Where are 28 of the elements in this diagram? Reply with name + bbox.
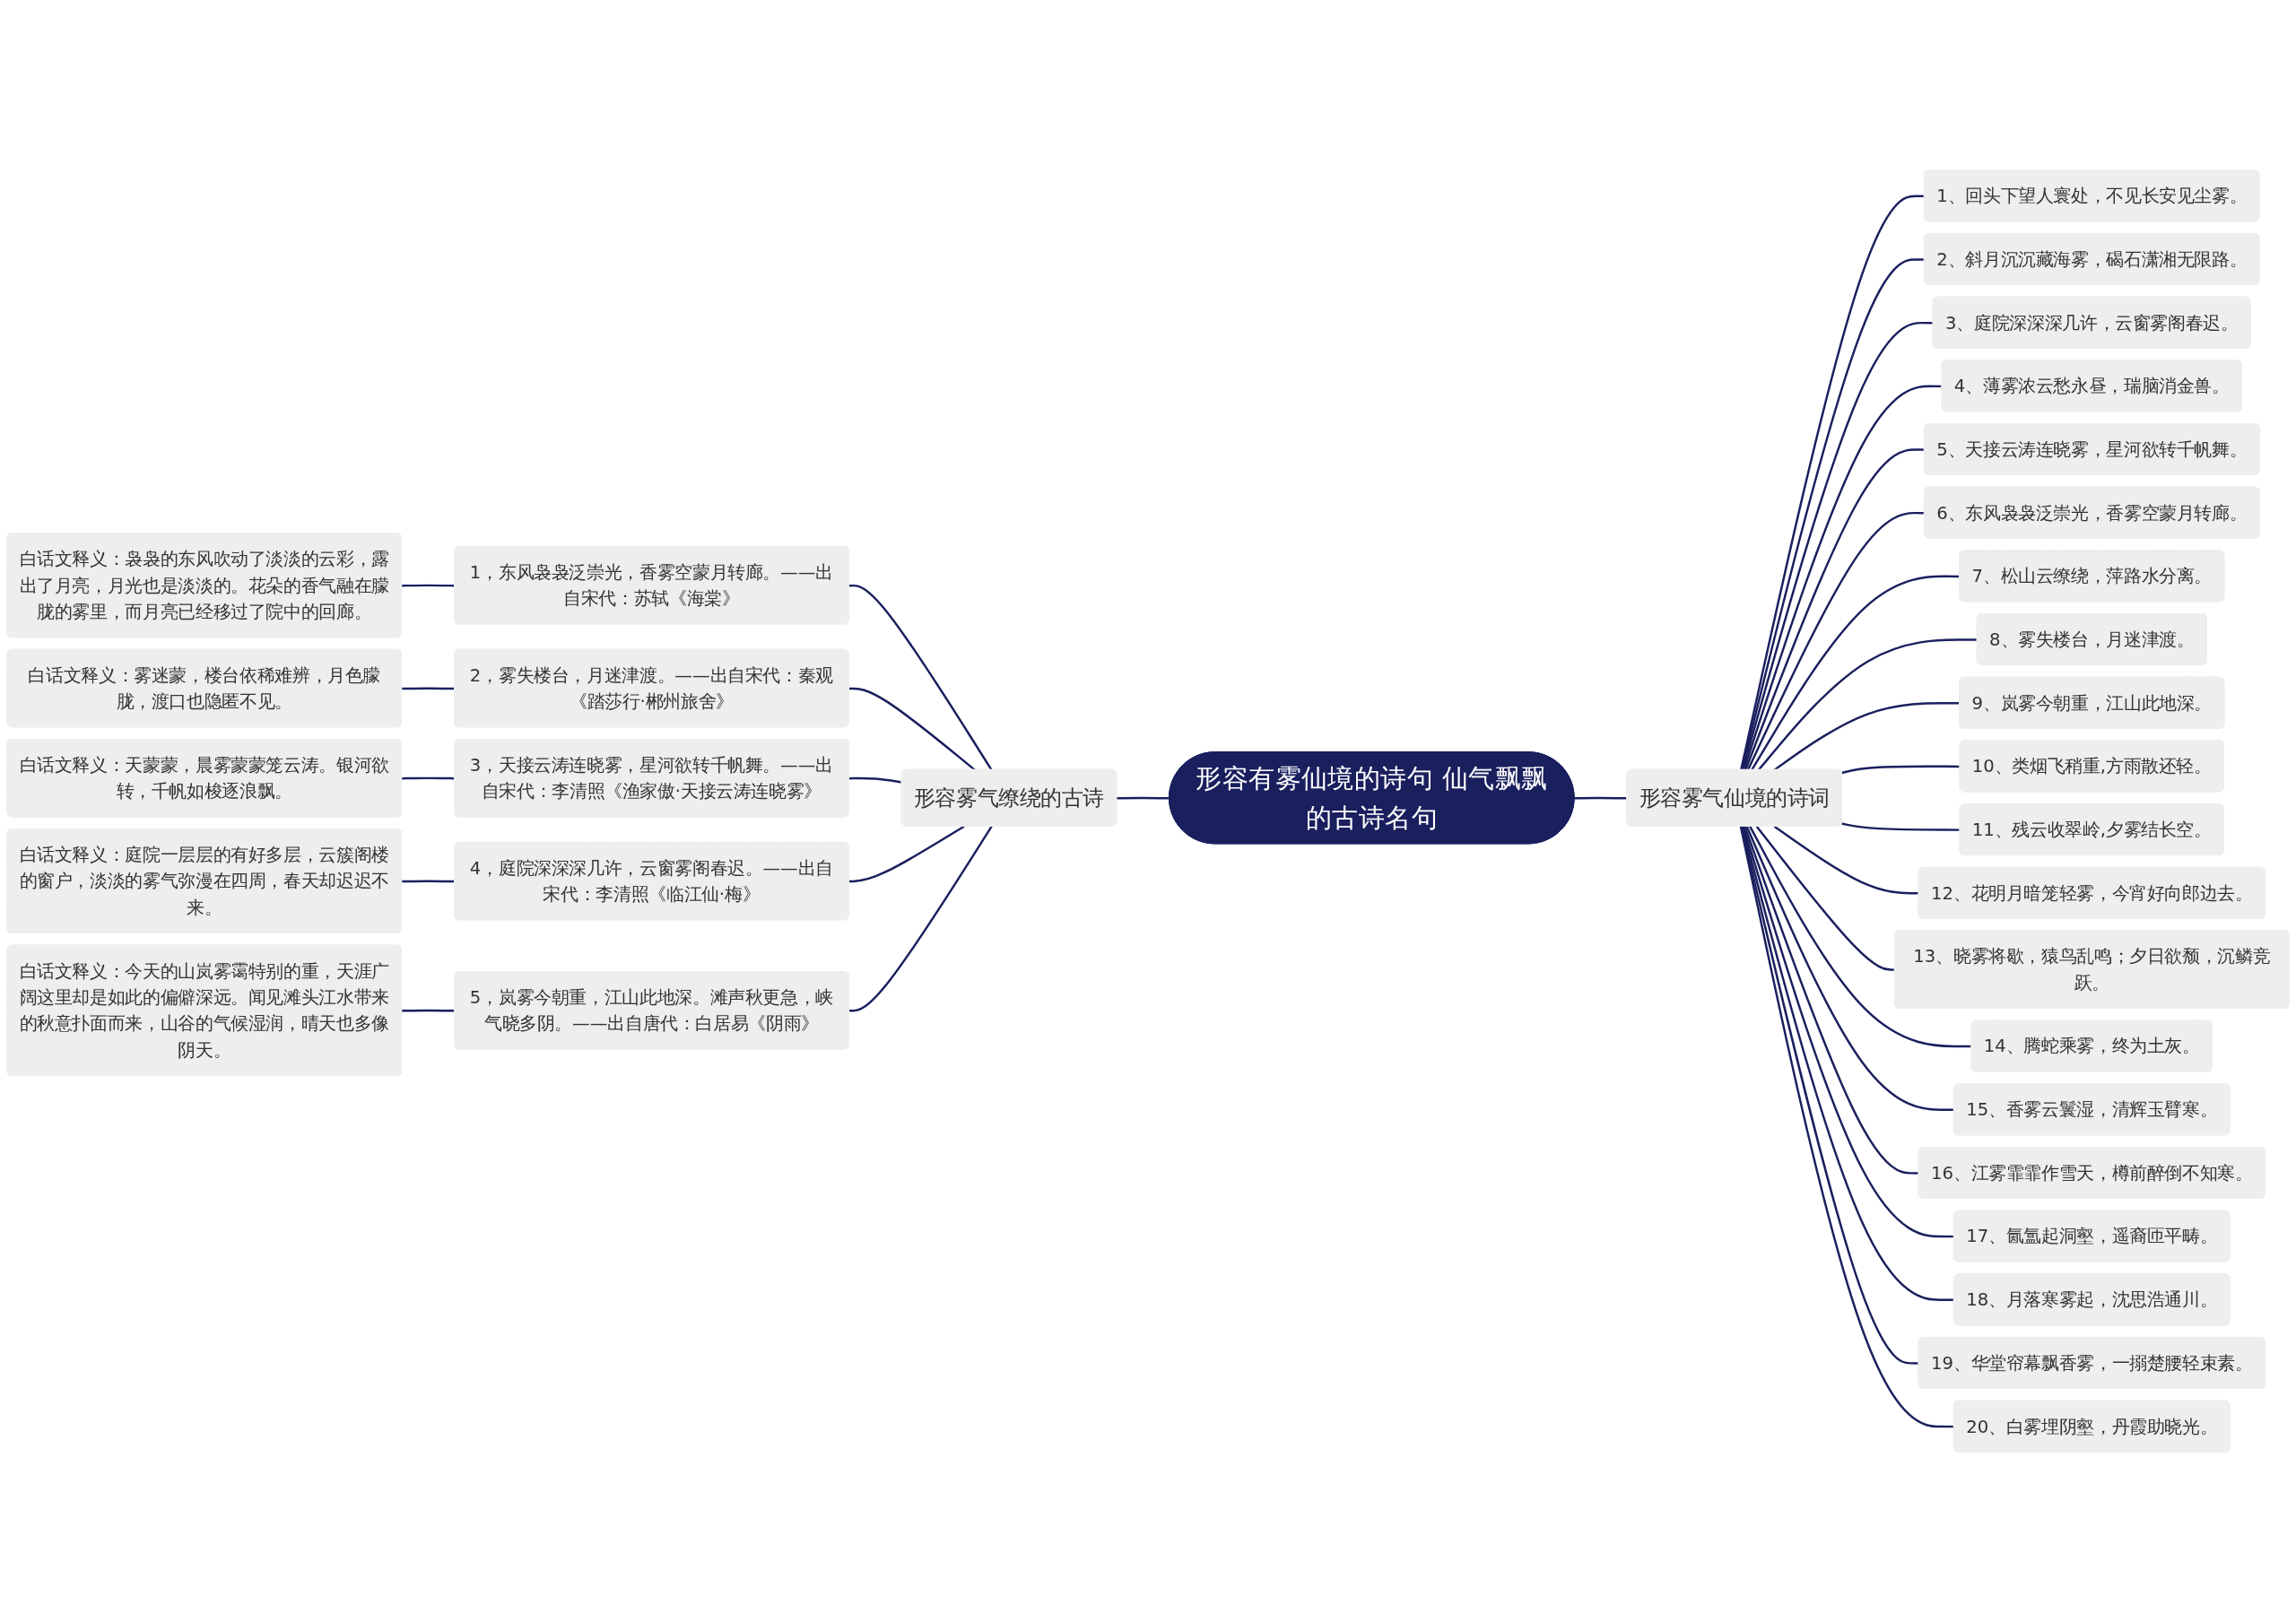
connector [1773, 701, 1961, 771]
connector [848, 584, 993, 771]
connector [1755, 825, 1895, 971]
connector [1740, 826, 1919, 1365]
connector [1841, 765, 1961, 775]
connector [1751, 575, 1961, 771]
connector [1749, 826, 1972, 1048]
connector [402, 880, 456, 883]
connector [1744, 826, 1919, 1175]
connector [848, 776, 902, 784]
connector [848, 687, 976, 771]
connector [1743, 385, 1943, 771]
connector [1744, 448, 1925, 771]
connector [402, 776, 456, 780]
connector [1841, 822, 1961, 831]
connector [1574, 796, 1628, 800]
connector [1773, 825, 1919, 895]
connector [1117, 796, 1170, 800]
connector [1741, 321, 1934, 771]
connector [1745, 826, 1954, 1111]
connector [848, 825, 965, 883]
connector [402, 687, 456, 690]
connector [1757, 638, 1978, 771]
connector [1746, 511, 1925, 771]
connector [848, 826, 993, 1012]
connector [1739, 826, 1954, 1428]
connector [402, 584, 456, 587]
connector [402, 1009, 456, 1012]
